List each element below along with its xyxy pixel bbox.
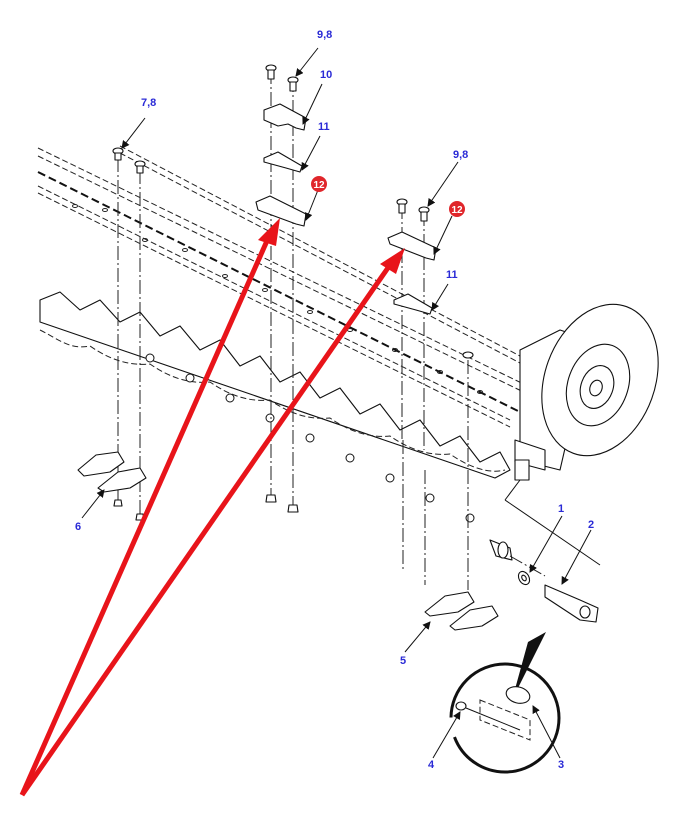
annotation-arrows	[19, 218, 405, 797]
callout-1: 1	[558, 503, 564, 515]
leader-lines	[81, 47, 592, 759]
red-arrow-center	[19, 232, 273, 797]
red-arrowhead-center	[258, 218, 280, 246]
guard-part-5	[402, 351, 499, 631]
callout-7-8: 7,8	[141, 97, 156, 109]
callout-10: 10	[320, 69, 332, 81]
highlight-badge	[311, 176, 327, 192]
callout-labels: 1 2 3 4 5 6 7,8 9,8 9,8 10 11 11	[75, 29, 594, 771]
callout-12-center: 12	[311, 176, 327, 192]
callout-6: 6	[75, 521, 81, 533]
callout-3: 3	[558, 759, 564, 771]
callout-11-center: 11	[318, 121, 330, 133]
red-arrow-right	[19, 260, 395, 797]
hold-down-set-center	[255, 64, 307, 513]
parts-1-2	[517, 570, 599, 623]
callout-4: 4	[428, 759, 435, 771]
hold-down-set-right	[387, 198, 437, 450]
svg-text:12: 12	[451, 205, 463, 216]
callout-11-right: 11	[446, 269, 458, 281]
red-arrowhead-right	[380, 248, 405, 274]
bolt-set-left	[112, 147, 146, 521]
knife-head	[489, 539, 546, 577]
callout-9-8-right: 9,8	[453, 149, 468, 161]
callout-9-8-center: 9,8	[317, 29, 332, 41]
drive-disc-assembly	[504, 303, 659, 566]
callout-5: 5	[400, 655, 406, 667]
svg-text:12: 12	[313, 180, 325, 191]
guard-part-6	[77, 451, 147, 493]
cutter-bar-frame	[37, 145, 541, 428]
highlight-badge	[449, 201, 465, 217]
detail-view	[449, 632, 561, 774]
callout-12-right: 12	[449, 201, 465, 217]
callout-2: 2	[588, 519, 594, 531]
